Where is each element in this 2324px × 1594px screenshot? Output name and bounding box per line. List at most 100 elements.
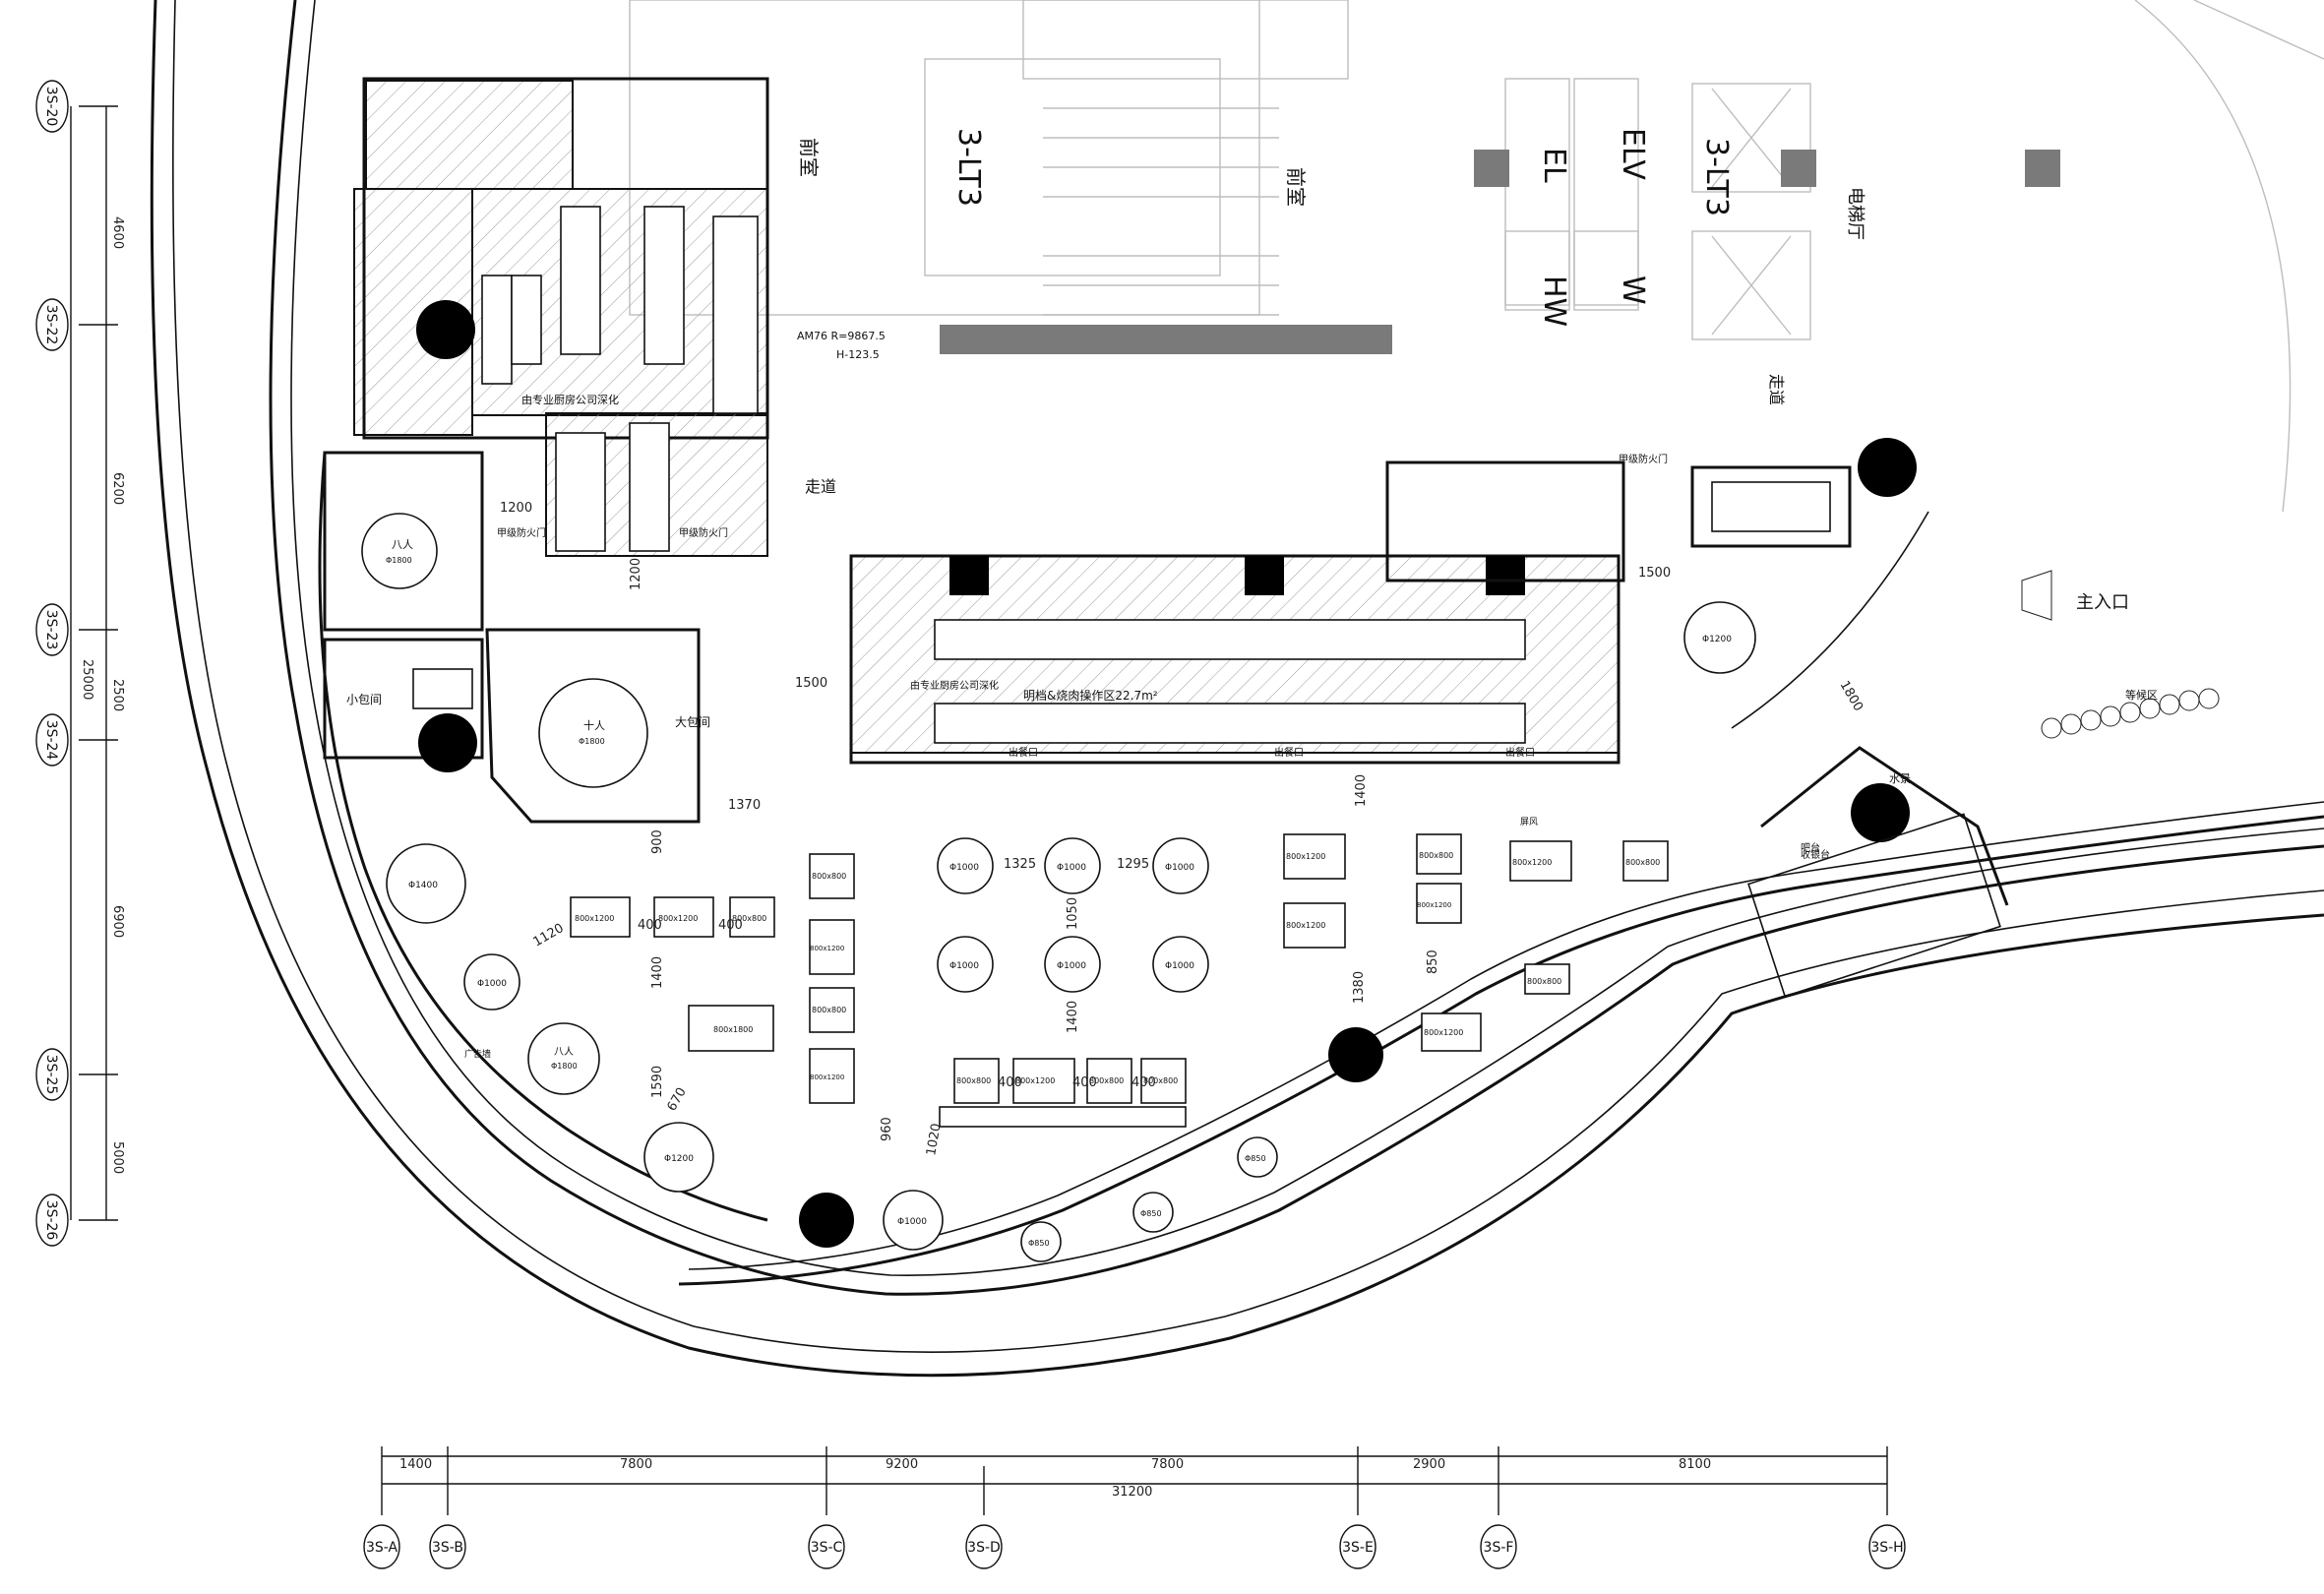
dim-1400c: 1400 (650, 956, 665, 989)
svg-text:Φ1200: Φ1200 (664, 1154, 694, 1164)
svg-text:800x1200: 800x1200 (1286, 921, 1325, 930)
dim-1200a: 1200 (500, 501, 532, 516)
rect-tables-bottom-row: 800x800 800x1200 800x800 800x800 (939, 1058, 1187, 1128)
axis-bubble-bottom-4: 3S-D (965, 1524, 1003, 1569)
fire-door-label-2: 甲级防火门 (679, 526, 728, 539)
dim-1050: 1050 (1066, 897, 1080, 930)
round-table-850-group: Φ850 Φ850 Φ850 (1020, 1136, 1278, 1262)
svg-text:3S-25: 3S-25 (43, 1055, 59, 1095)
svg-text:Φ1000: Φ1000 (897, 1217, 927, 1227)
svg-text:Φ850: Φ850 (1028, 1239, 1050, 1248)
column (418, 713, 477, 772)
rect-tables-right: 800x1200 800x1200 800x800 800x1200 800x1… (1283, 833, 1669, 1052)
open-kitchen-label: 明档&烧肉操作区22.7m² (1023, 688, 1158, 703)
svg-text:3S-H: 3S-H (1870, 1540, 1903, 1556)
kitchen-note: 由专业厨房公司深化 (521, 393, 619, 406)
structural-columns (799, 783, 1910, 1248)
svg-text:Φ1000: Φ1000 (1057, 863, 1086, 873)
corridor-right-label: 走道 (1767, 374, 1786, 405)
open-kitchen: 明档&烧肉操作区22.7m² 由专业厨房公司深化 出餐口 出餐口 出餐口 (849, 554, 1621, 765)
axis-bubble-left-3: 3S-23 (35, 603, 69, 656)
stair-lines (1043, 107, 1279, 316)
dim-1800: 1800 (1837, 679, 1866, 714)
bottom-dim-3: 7800 (1151, 1457, 1184, 1472)
svg-text:800x800: 800x800 (812, 872, 846, 881)
rect-tables-center: 800x1200 800x1200 800x800 800x1800 800x8… (570, 853, 855, 1104)
dim-400b: 400 (718, 918, 743, 933)
svg-text:3S-D: 3S-D (967, 1540, 1001, 1556)
misc-labels: 吧台 收银台 屏风 广告墙 (464, 817, 1830, 1060)
out-door-3: 出餐口 (1505, 746, 1535, 759)
private-small-label: 小包间 (346, 693, 382, 706)
svg-text:800x800: 800x800 (812, 1006, 846, 1014)
dim-400e: 400 (1131, 1075, 1156, 1090)
dim-1400a: 1400 (1354, 774, 1369, 807)
dim-1295: 1295 (1117, 857, 1149, 872)
elevator-hall-label: 电梯厅 (1845, 187, 1865, 240)
curved-facade (150, 0, 2324, 1378)
bottom-dim-1: 1400 (399, 1457, 432, 1472)
dim-1200b: 1200 (629, 558, 643, 590)
screen-label: 屏风 (1520, 817, 1538, 828)
svg-text:Φ1400: Φ1400 (408, 881, 438, 890)
waiting-label: 等候区 (2125, 688, 2158, 702)
area-note-2: H-123.5 (836, 348, 880, 361)
svg-text:800x1200: 800x1200 (810, 1073, 844, 1081)
axis-bubble-bottom-2: 3S-B (429, 1524, 466, 1569)
dim-850: 850 (1426, 950, 1440, 974)
bottom-dim-group-1: 9200 (886, 1457, 918, 1472)
svg-text:800x1200: 800x1200 (575, 914, 614, 923)
svg-text:800x1800: 800x1800 (713, 1025, 753, 1034)
area-note: AM76 R=9867.5 (797, 330, 886, 342)
dim-400c: 400 (998, 1075, 1022, 1090)
fire-door-label-1: 甲级防火门 (497, 526, 546, 539)
dim-670: 670 (664, 1085, 689, 1114)
dim-1590: 1590 (650, 1066, 665, 1098)
svg-text:800x1200: 800x1200 (1417, 901, 1451, 909)
axis-bubble-left-2: 3S-22 (35, 298, 69, 351)
svg-text:3S-20: 3S-20 (43, 87, 59, 127)
axis-bubble-bottom-1: 3S-A (363, 1524, 400, 1569)
svg-text:3S-22: 3S-22 (43, 305, 59, 345)
bottom-grid-axes: 1400 7800 7800 2900 8100 9200 31200 3S-A… (363, 1446, 1906, 1569)
dim-1400b: 1400 (1066, 1001, 1080, 1033)
axis-bubble-left-6: 3S-26 (35, 1194, 69, 1247)
round-table-1000-bottom: Φ1000 (883, 1190, 944, 1251)
svg-text:800x1200: 800x1200 (1512, 858, 1552, 867)
axis-bubble-left-5: 3S-25 (35, 1048, 69, 1101)
bottom-dim-5: 8100 (1679, 1457, 1711, 1472)
left-dim-1: 4600 (110, 216, 125, 249)
left-dim-total: 25000 (80, 659, 94, 700)
ten-seat: 十人 (583, 718, 605, 732)
bottom-dim-group-2: 31200 (1112, 1485, 1152, 1500)
svg-text:800x800: 800x800 (1625, 858, 1660, 867)
svg-text:Φ1800: Φ1800 (386, 556, 412, 565)
dim-1120: 1120 (531, 921, 567, 950)
private-room-8: 八人 Φ1800 (323, 451, 484, 632)
dim-400d: 400 (1072, 1075, 1097, 1090)
open-kitchen-note: 由专业厨房公司深化 (910, 679, 999, 692)
axis-bubble-bottom-3: 3S-C (808, 1524, 845, 1569)
entrance-zone: 主入口 等候区 水景 (1731, 511, 2220, 998)
axis-bubble-bottom-7: 3S-H (1868, 1524, 1906, 1569)
dim-1020: 1020 (924, 1122, 945, 1156)
elev-elv-label: ELV (1616, 128, 1650, 180)
elev-el-label: EL (1537, 148, 1571, 183)
bottom-dim-4: 2900 (1413, 1457, 1445, 1472)
svg-text:Φ1000: Φ1000 (477, 979, 507, 989)
water-feature-label: 水景 (1889, 772, 1911, 785)
svg-text:800x1200: 800x1200 (1015, 1076, 1055, 1085)
axis-bubble-bottom-6: 3S-F (1480, 1524, 1517, 1569)
svg-text:3S-26: 3S-26 (43, 1200, 59, 1241)
svg-text:3S-23: 3S-23 (43, 610, 59, 650)
axis-bubble-left-1: 3S-20 (35, 80, 69, 133)
svg-text:800x1200: 800x1200 (1424, 1028, 1463, 1037)
svg-text:Φ1000: Φ1000 (1057, 961, 1086, 971)
round-table-1000-left: Φ1000 (463, 953, 520, 1011)
dim-900: 900 (650, 829, 665, 854)
left-dim-2: 6200 (110, 472, 125, 505)
right-service-rooms: 甲级防火门 (1385, 438, 1917, 582)
private-room-small: 小包间 (323, 638, 484, 772)
svg-text:Φ1000: Φ1000 (949, 863, 979, 873)
